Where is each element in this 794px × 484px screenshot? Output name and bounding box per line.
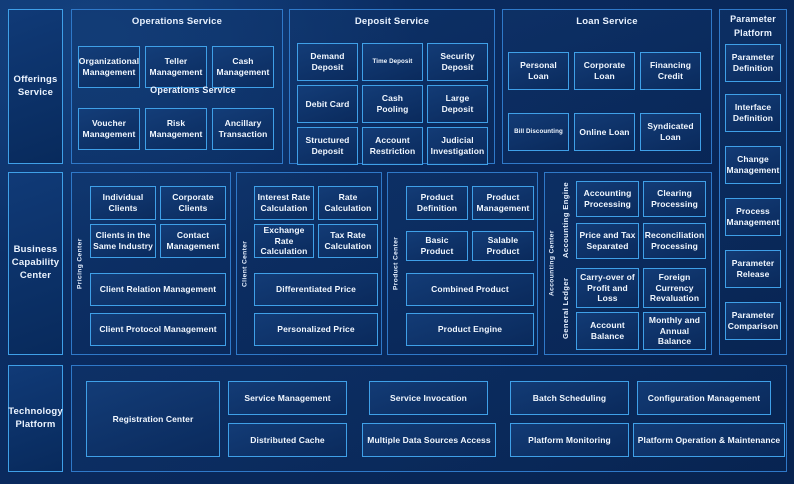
cell-security-deposit[interactable]: Security Deposit xyxy=(427,43,488,81)
cell-product-definition[interactable]: Product Definition xyxy=(406,186,468,220)
cell-monthly-and-annual-balance[interactable]: Monthly and Annual Balance xyxy=(643,312,706,350)
cell-carry-over-of-profit-and-loss[interactable]: Carry-over of Profit and Loss xyxy=(576,268,639,308)
cell-price-and-tax-separated[interactable]: Price and Tax Separated xyxy=(576,223,639,259)
cell-configuration-management[interactable]: Configuration Management xyxy=(637,381,771,415)
cell-judicial-investigation[interactable]: Judicial Investigation xyxy=(427,127,488,165)
row-label-text: Business Capability Center xyxy=(11,244,60,281)
group-title-operations-service-duplicate: Operations Service xyxy=(150,85,236,95)
vlabel-pricing-center: Pricing Center xyxy=(76,238,84,289)
cell-corporate-loan[interactable]: Corporate Loan xyxy=(574,52,635,90)
cell-cash-management[interactable]: Cash Management xyxy=(212,46,274,88)
vlabel-accounting-center: Accounting Center xyxy=(548,230,556,297)
group-title-loan-service: Loan Service xyxy=(576,16,638,27)
cell-contact-management[interactable]: Contact Management xyxy=(160,224,226,258)
cell-clients-in-the-same-industry[interactable]: Clients in the Same Industry xyxy=(90,224,156,258)
cell-parameter-comparison[interactable]: Parameter Comparison xyxy=(725,302,781,340)
cell-batch-scheduling[interactable]: Batch Scheduling xyxy=(510,381,629,415)
vlabel-accounting-engine: Accounting Engine xyxy=(561,182,570,258)
cell-service-invocation[interactable]: Service Invocation xyxy=(369,381,488,415)
cell-process-management[interactable]: Process Management xyxy=(725,198,781,236)
cell-client-protocol-management[interactable]: Client Protocol Management xyxy=(90,313,226,346)
cell-differentiated-price[interactable]: Differentiated Price xyxy=(254,273,378,306)
row-label-business-capability-center: Business Capability Center xyxy=(8,172,63,355)
cell-demand-deposit[interactable]: Demand Deposit xyxy=(297,43,358,81)
cell-reconciliation-processing[interactable]: Reconciliation Processing xyxy=(643,223,706,259)
cell-service-management[interactable]: Service Management xyxy=(228,381,347,415)
cell-bill-discounting[interactable]: Bill Discounting xyxy=(508,113,569,151)
cell-parameter-release[interactable]: Parameter Release xyxy=(725,250,781,288)
cell-platform-operation-and-maintenance[interactable]: Platform Operation & Maintenance xyxy=(633,423,785,457)
cell-cash-pooling[interactable]: Cash Pooling xyxy=(362,85,423,123)
cell-structured-deposit[interactable]: Structured Deposit xyxy=(297,127,358,165)
cell-teller-management[interactable]: Teller Management xyxy=(145,46,207,88)
cell-platform-monitoring[interactable]: Platform Monitoring xyxy=(510,423,629,457)
cell-basic-product[interactable]: Basic Product xyxy=(406,231,468,261)
cell-accounting-processing[interactable]: Accounting Processing xyxy=(576,181,639,217)
parameter-platform-title-line2: Platform xyxy=(733,28,773,38)
parameter-platform-title-line1: Parameter xyxy=(730,14,776,24)
group-title-operations-service: Operations Service xyxy=(131,16,223,27)
cell-account-balance[interactable]: Account Balance xyxy=(576,312,639,350)
cell-account-restriction[interactable]: Account Restriction xyxy=(362,127,423,165)
vlabel-general-ledger: General Ledger xyxy=(561,277,570,339)
cell-corporate-clients[interactable]: Corporate Clients xyxy=(160,186,226,220)
cell-organizational-management[interactable]: Organizational Management xyxy=(78,46,140,88)
cell-foreign-currency-revaluation[interactable]: Foreign Currency Revaluation xyxy=(643,268,706,308)
cell-exchange-rate-calculation[interactable]: Exchange Rate Calculation xyxy=(254,224,314,258)
cell-financing-credit[interactable]: Financing Credit xyxy=(640,52,701,90)
row-label-text: Technology Platform xyxy=(8,405,63,430)
cell-risk-management[interactable]: Risk Management xyxy=(145,108,207,150)
cell-personal-loan[interactable]: Personal Loan xyxy=(508,52,569,90)
row-label-text: Offerings Service xyxy=(13,73,58,98)
cell-rate-calculation[interactable]: Rate Calculation xyxy=(318,186,378,220)
cell-personalized-price[interactable]: Personalized Price xyxy=(254,313,378,346)
cell-multiple-data-sources-access[interactable]: Multiple Data Sources Access xyxy=(362,423,496,457)
cell-interest-rate-calculation[interactable]: Interest Rate Calculation xyxy=(254,186,314,220)
cell-product-management[interactable]: Product Management xyxy=(472,186,534,220)
vlabel-product-center: Product Center xyxy=(392,236,400,291)
cell-registration-center[interactable]: Registration Center xyxy=(86,381,220,457)
cell-parameter-definition[interactable]: Parameter Definition xyxy=(725,44,781,82)
cell-client-relation-management[interactable]: Client Relation Management xyxy=(90,273,226,306)
row-label-offerings-service: Offerings Service xyxy=(8,9,63,164)
cell-syndicated-loan[interactable]: Syndicated Loan xyxy=(640,113,701,151)
cell-individual-clients[interactable]: Individual Clients xyxy=(90,186,156,220)
cell-time-deposit[interactable]: Time Deposit xyxy=(362,43,423,81)
cell-voucher-management[interactable]: Voucher Management xyxy=(78,108,140,150)
group-title-deposit-service: Deposit Service xyxy=(354,16,430,27)
cell-interface-definition[interactable]: Interface Definition xyxy=(725,94,781,132)
cell-distributed-cache[interactable]: Distributed Cache xyxy=(228,423,347,457)
cell-salable-product[interactable]: Salable Product xyxy=(472,231,534,261)
cell-ancillary-transaction[interactable]: Ancillary Transaction xyxy=(212,108,274,150)
cell-change-management[interactable]: Change Management xyxy=(725,146,781,184)
cell-tax-rate-calculation[interactable]: Tax Rate Calculation xyxy=(318,224,378,258)
row-label-technology-platform: Technology Platform xyxy=(8,365,63,472)
cell-large-deposit[interactable]: Large Deposit xyxy=(427,85,488,123)
cell-product-engine[interactable]: Product Engine xyxy=(406,313,534,346)
cell-combined-product[interactable]: Combined Product xyxy=(406,273,534,306)
cell-online-loan[interactable]: Online Loan xyxy=(574,113,635,151)
cell-clearing-processing[interactable]: Clearing Processing xyxy=(643,181,706,217)
vlabel-client-center: Client Center xyxy=(241,240,249,287)
cell-debit-card[interactable]: Debit Card xyxy=(297,85,358,123)
